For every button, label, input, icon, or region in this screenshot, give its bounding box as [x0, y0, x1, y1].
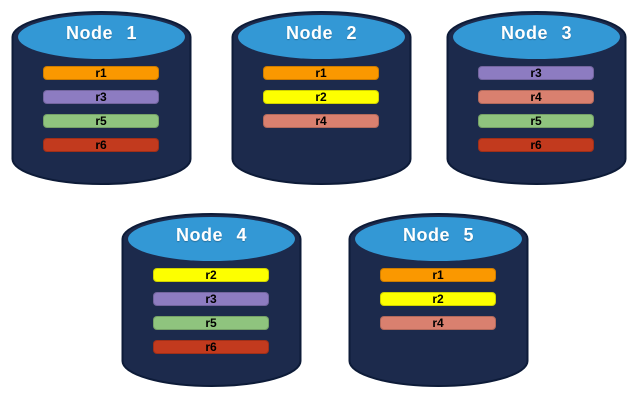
- node-1: Node 1 r1 r3 r5 r6: [11, 7, 192, 189]
- node-5: Node 5 r1 r2 r4: [348, 209, 529, 391]
- node-title: Node 5: [402, 225, 474, 245]
- replica-bar: r3: [43, 90, 159, 104]
- node-title: Node 4: [175, 225, 247, 245]
- replica-bar: r4: [380, 316, 496, 330]
- replica-bar: r3: [478, 66, 594, 80]
- replica-bar: r2: [380, 292, 496, 306]
- replica-bar: r2: [263, 90, 379, 104]
- cylinder-top: [238, 15, 405, 59]
- replica-bar: r6: [153, 340, 269, 354]
- node-4: Node 4 r2 r3 r5 r6: [121, 209, 302, 391]
- replica-bar: r4: [478, 90, 594, 104]
- replica-bar: r1: [380, 268, 496, 282]
- replica-bar: r2: [153, 268, 269, 282]
- cylinder-top: [355, 217, 522, 261]
- replica-bar: r1: [43, 66, 159, 80]
- replica-list: r1 r3 r5 r6: [43, 66, 159, 152]
- replica-bar: r5: [478, 114, 594, 128]
- replica-bar: r5: [43, 114, 159, 128]
- replica-list: r2 r3 r5 r6: [153, 268, 269, 354]
- replica-list: r1 r2 r4: [380, 268, 496, 330]
- replica-bar: r4: [263, 114, 379, 128]
- replica-list: r1 r2 r4: [263, 66, 379, 128]
- node-3: Node 3 r3 r4 r5 r6: [446, 7, 627, 189]
- replica-bar: r6: [43, 138, 159, 152]
- cylinder-top: [453, 15, 620, 59]
- node-title: Node 2: [285, 23, 357, 43]
- replica-bar: r6: [478, 138, 594, 152]
- cylinder-top: [128, 217, 295, 261]
- replica-bar: r3: [153, 292, 269, 306]
- replica-list: r3 r4 r5 r6: [478, 66, 594, 152]
- cylinder-top: [18, 15, 185, 59]
- node-title: Node 3: [500, 23, 572, 43]
- node-2: Node 2 r1 r2 r4: [231, 7, 412, 189]
- node-title: Node 1: [65, 23, 137, 43]
- replica-bar: r1: [263, 66, 379, 80]
- replica-bar: r5: [153, 316, 269, 330]
